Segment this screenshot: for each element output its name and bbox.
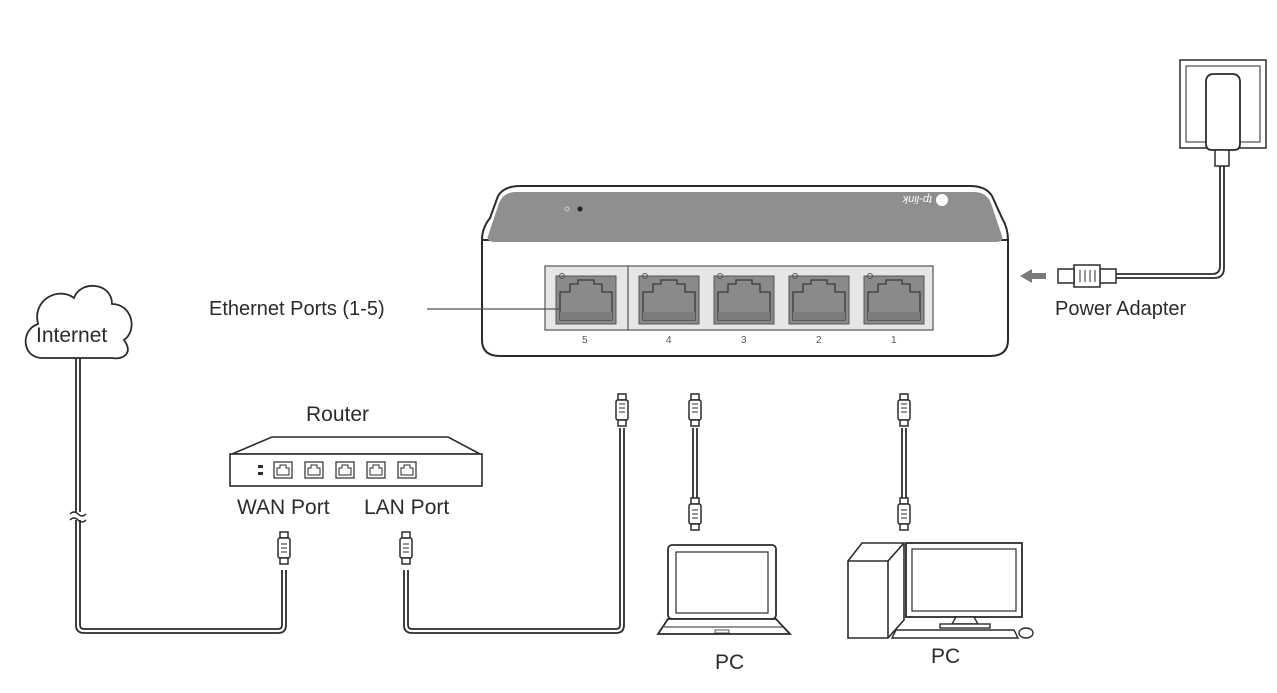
- connector-desktop-bottom: [897, 497, 911, 531]
- connector-switch-end: [615, 393, 629, 427]
- router-lan-port-2: [335, 461, 355, 479]
- internet-cable: [75, 358, 287, 634]
- router-lan-port-1: [304, 461, 324, 479]
- switch-port-1: [863, 275, 925, 325]
- tp-link-logo: tp-link: [902, 193, 948, 206]
- port-number-3: 3: [741, 335, 747, 346]
- power-arrow-icon: [1020, 269, 1046, 283]
- switch-icon: tp-link: [480, 185, 1010, 357]
- switch-port-3: [713, 275, 775, 325]
- port-number-1: 1: [891, 335, 897, 346]
- pc-desktop-label: PC: [931, 645, 961, 668]
- lan-to-switch-cable: [403, 428, 625, 634]
- connector-lan-end: [399, 531, 413, 565]
- connector-wan-end: [277, 531, 291, 565]
- port-number-4: 4: [666, 335, 672, 346]
- port-number-5: 5: [582, 335, 588, 346]
- router-wan-port: [273, 461, 293, 479]
- pc-laptop-label: PC: [715, 651, 745, 674]
- internet-cloud-icon: [24, 284, 133, 360]
- connector-laptop-top: [688, 393, 702, 427]
- router-lan-port-3: [366, 461, 386, 479]
- cable-break-mark: [69, 511, 87, 523]
- router-icon: [229, 436, 483, 487]
- power-adapter-icon: [1057, 59, 1267, 288]
- switch-port-2: [788, 275, 850, 325]
- ethernet-ports-label: Ethernet Ports (1-5): [209, 298, 385, 320]
- connector-desktop-top: [897, 393, 911, 427]
- svg-text:tp-link: tp-link: [902, 193, 932, 205]
- internet-label: Internet: [36, 324, 108, 347]
- power-cable: [1116, 166, 1225, 279]
- desktop-pc-icon: [847, 542, 1034, 639]
- cables: [75, 166, 1225, 634]
- router-lan-port-4: [397, 461, 417, 479]
- wan-port-label: WAN Port: [237, 496, 330, 519]
- switch-port-5: [555, 275, 617, 325]
- connector-laptop-bottom: [688, 497, 702, 531]
- laptop-icon: [656, 544, 793, 635]
- laptop-cable: [692, 428, 698, 498]
- power-adapter-label: Power Adapter: [1055, 298, 1187, 320]
- desktop-cable: [901, 428, 907, 498]
- lan-port-label: LAN Port: [364, 496, 450, 519]
- switch-port-4: [638, 275, 700, 325]
- router-label: Router: [306, 403, 370, 426]
- port-number-2: 2: [816, 335, 822, 346]
